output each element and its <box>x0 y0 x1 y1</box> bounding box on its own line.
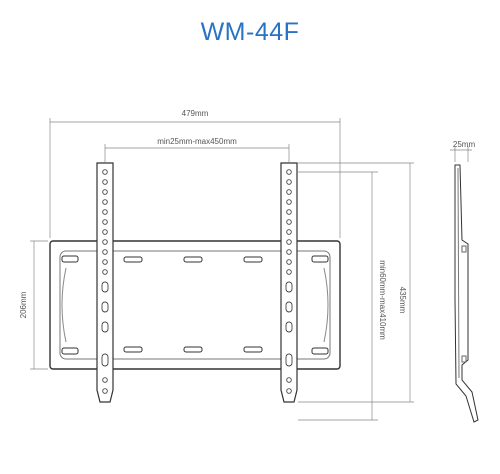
label-plate-height: 206mm <box>19 291 28 318</box>
label-overall-width: 479mm <box>182 109 209 118</box>
dimension-stud-spacing <box>104 144 290 162</box>
label-depth: 25mm <box>453 140 476 149</box>
dimension-overall-height <box>298 162 414 403</box>
dimension-overall-width <box>49 118 341 238</box>
label-overall-height: 435mm <box>398 287 407 314</box>
dimension-vesa-vertical <box>298 171 378 421</box>
dimension-plate-height <box>30 240 48 370</box>
label-stud-spacing: min25mm-max450mm <box>157 137 237 146</box>
side-profile-view <box>454 164 479 423</box>
right-vertical-arm <box>280 162 298 403</box>
label-vesa-vertical: min60mm-max410mm <box>378 260 387 340</box>
dimension-depth <box>450 146 472 162</box>
left-vertical-arm <box>96 162 114 403</box>
product-model-title: WM-44F <box>200 18 300 46</box>
wall-plate <box>49 240 341 370</box>
